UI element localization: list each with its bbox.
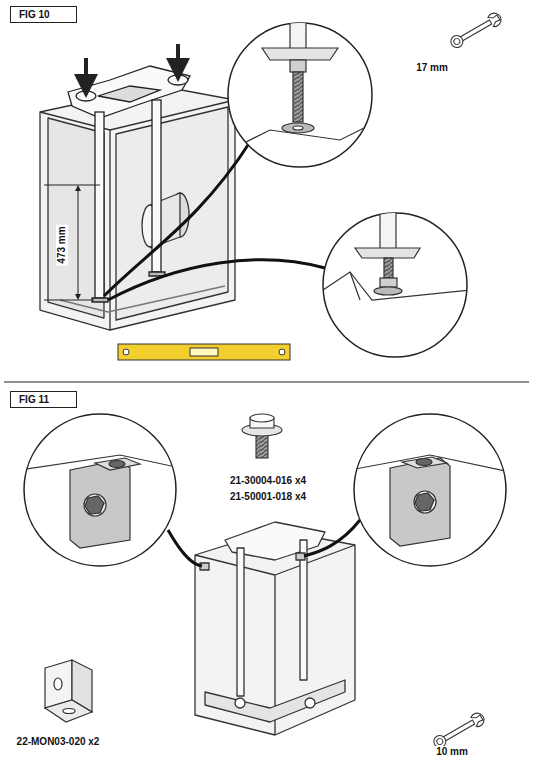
push-arrow <box>176 44 180 70</box>
housing <box>195 522 355 735</box>
leader-curve <box>168 530 202 566</box>
part-label: 22-MON03-020 x2 <box>15 736 102 748</box>
wrench-icon <box>448 11 503 51</box>
figure-label: FIG 10 <box>10 6 77 23</box>
screw-icon <box>242 414 282 458</box>
figure-number: FIG 11 <box>19 394 49 405</box>
part-label: 10 mm <box>434 746 470 758</box>
detail-circle <box>228 15 372 167</box>
separator <box>4 381 529 382</box>
part-label: 21-30004-016 x4 <box>228 475 308 487</box>
detail-circle <box>20 414 190 566</box>
dimension-line <box>44 185 100 300</box>
figure-number: FIG 10 <box>19 9 50 20</box>
part-label: 17 mm <box>414 62 450 74</box>
frame <box>68 66 190 302</box>
part-label: 21-50001-018 x4 <box>228 491 308 503</box>
leader-curve <box>304 520 360 556</box>
leader-curve <box>108 260 325 300</box>
wrench-icon <box>431 711 486 751</box>
dimension-label: 473 mm <box>56 224 68 265</box>
detail-circle <box>350 414 510 566</box>
push-arrow <box>84 58 88 86</box>
spirit-level <box>118 344 290 360</box>
bracket-icon <box>45 660 92 722</box>
figure-label: FIG 11 <box>10 391 77 408</box>
detail-circle <box>320 205 470 357</box>
housing <box>40 86 235 330</box>
